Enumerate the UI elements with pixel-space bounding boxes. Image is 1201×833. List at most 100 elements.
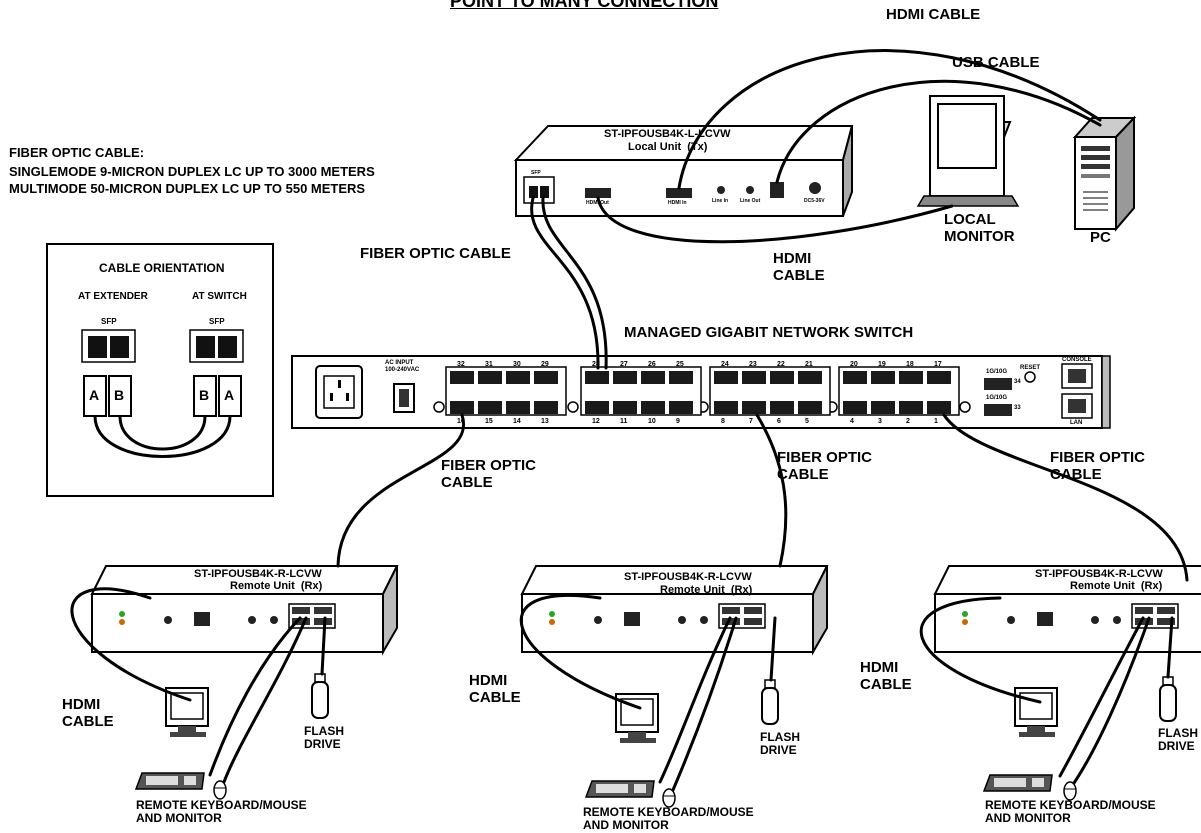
switch-port-17 [927,371,951,384]
usb-cable-to-pc [775,79,1102,184]
hdmi-in-port [666,188,692,198]
fiber-switch-to-left [336,413,466,568]
hdmi-cable-center-label: HDMI CABLE [469,672,521,706]
switch-port-label-12: 12 [592,418,600,425]
switch-port-28 [585,371,609,384]
remote-keyboard-left [135,772,205,790]
remote-kbm-left-label: REMOTE KEYBOARD/MOUSE AND MONITOR [136,798,307,826]
hdmi-out-port [585,188,611,198]
switch-port-label-20: 20 [850,361,858,368]
usb-b-port [770,182,784,198]
switch-port-9 [669,401,693,414]
line-in-label: Line In [712,198,729,204]
connector-b-right: B [199,387,210,403]
dc-label: DC5-36V [804,198,825,204]
switch-port-11 [613,401,637,414]
switch-port-6 [770,401,794,414]
console-label: CONSOLE [1062,357,1092,363]
switch-port-3 [871,401,895,414]
sfp-speed-label-33: 1G/10G [986,395,1008,401]
hdmi-loop-center [519,593,642,710]
sfp-port-33 [984,404,1012,416]
at-extender-label: AT EXTENDER [78,291,148,302]
switch-port-23 [742,371,766,384]
flash-drive-center-label: FLASH DRIVE [760,730,800,758]
switch-port-15 [478,401,502,414]
switch-port-label-28: 28 [592,361,600,368]
switch-port-16 [450,401,474,414]
lan-label: LAN [1070,420,1083,426]
fiber-right-label: FIBER OPTIC CABLE [1050,449,1146,483]
switch-port-label-15: 15 [485,418,493,425]
switch-port-5 [798,401,822,414]
ac-input-label: AC INPUT 100-240VAC [385,360,420,373]
remote-monitor-right [1014,687,1058,738]
hdmi-out-label: HDMI Out [586,200,609,206]
switch-port-label-10: 10 [648,418,656,425]
switch-port-label-26: 26 [648,361,656,368]
remote-keyboard-right [983,774,1053,792]
local-monitor-label: LOCAL MONITOR [944,211,1015,245]
switch-port-label-23: 23 [749,361,757,368]
switch-title: MANAGED GIGABIT NETWORK SWITCH [624,324,914,341]
extender-sfp-label: SFP [101,317,117,326]
local-sfp-port [523,176,555,204]
port-33-label: 33 [1014,405,1021,411]
switch-port-label-4: 4 [850,418,854,425]
switch-port-label-30: 30 [513,361,521,368]
flash-drive-center [761,679,779,725]
flash-drive-left [311,673,329,719]
hdmi-cable-to-pc [677,49,1102,190]
connector-a-left: A [89,387,100,403]
line-out-label: Line Out [740,198,761,204]
switch-port-2 [899,401,923,414]
switch-port-label-29: 29 [541,361,549,368]
switch-port-10 [641,401,665,414]
switch-port-label-25: 25 [676,361,684,368]
remote-model-left: ST-IPFOUSB4K-R-LCVW [194,568,322,580]
remote-name-center: Remote Unit (Rx) [660,584,753,596]
hdmi-in-label: HDMI In [668,200,687,206]
switch-port-1 [927,401,951,414]
connector-a-right: A [224,387,235,403]
fiber-switch-to-center [755,413,788,568]
switch-port-label-13: 13 [541,418,549,425]
line-out-jack [746,186,754,194]
switch-port-label-7: 7 [749,418,753,425]
switch-port-label-11: 11 [620,418,628,425]
remote-name-right: Remote Unit (Rx) [1070,580,1163,592]
fiber-spec-singlemode: SINGLEMODE 9-MICRON DUPLEX LC UP TO 3000… [9,164,375,179]
reset-button [1024,371,1036,383]
switch-port-label-32: 32 [457,361,465,368]
switch-port-7 [742,401,766,414]
switch-port-label-18: 18 [906,361,914,368]
cable-orientation-title: CABLE ORIENTATION [99,261,225,275]
switch-port-label-3: 3 [878,418,882,425]
switch-port-4 [843,401,867,414]
remote-monitor-left [165,687,209,738]
local-unit-name: Local Unit (Tx) [628,141,708,153]
hdmi-cable-mid-label: HDMI CABLE [773,250,825,284]
usb-cable-label: USB CABLE [952,54,1040,71]
fiber-local-to-switch [530,196,600,370]
diagram-title: POINT TO MANY CONNECTION [450,0,719,11]
switch-port-label-16: 16 [457,418,465,425]
switch-port-label-5: 5 [805,418,809,425]
switch-port-label-24: 24 [721,361,729,368]
switch-port-8 [714,401,738,414]
switch-port-12 [585,401,609,414]
at-switch-label: AT SWITCH [192,291,247,302]
switch-port-20 [843,371,867,384]
switch-port-18 [899,371,923,384]
switch-port-26 [641,371,665,384]
flash-drive-right [1159,676,1177,722]
switch-sfp-label: SFP [209,317,225,326]
switch-port-32 [450,371,474,384]
switch-port-24 [714,371,738,384]
sfp-speed-label-34: 1G/10G [986,369,1008,375]
local-monitor-graphic [916,95,1020,207]
hdmi-cable-top-label: HDMI CABLE [886,6,981,23]
switch-port-19 [871,371,895,384]
remote-keyboard-center [585,780,655,798]
